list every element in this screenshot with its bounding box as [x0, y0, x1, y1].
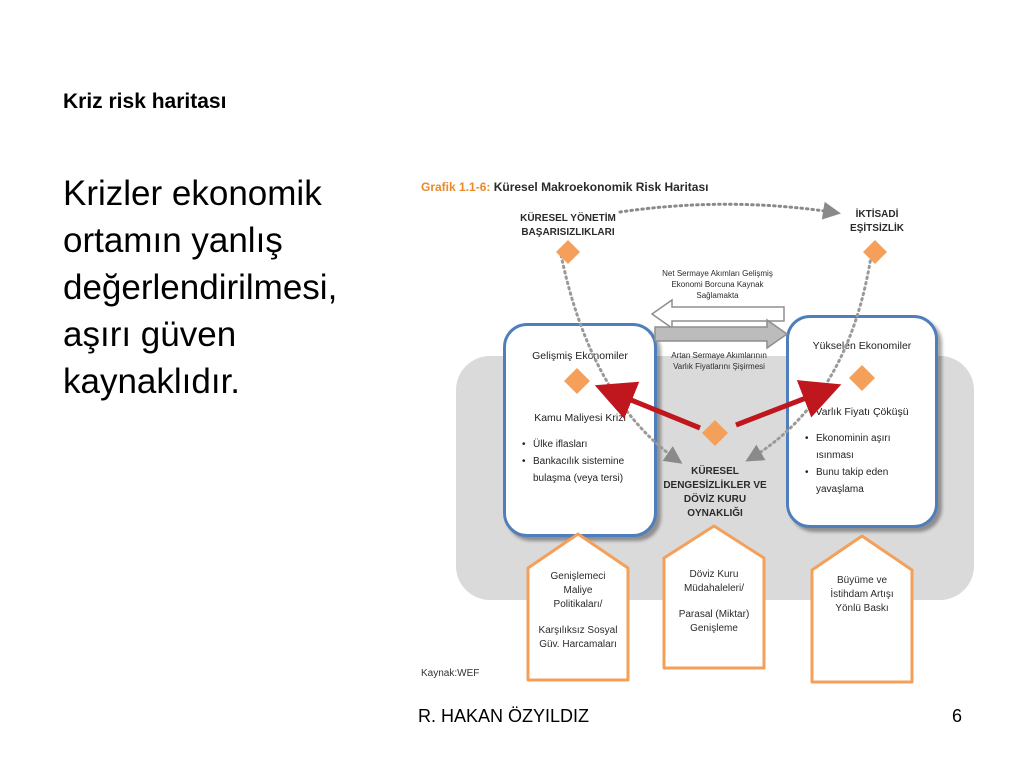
label-line: Genişleme [690, 623, 738, 634]
figure-label: Grafik 1.1-6: [421, 180, 491, 194]
label-line: Artan Sermaye Akımlarının [671, 351, 767, 360]
label-line: Parasal (Miktar) [678, 609, 750, 620]
label-line: Döviz Kuru [689, 569, 739, 580]
emerging-bullets: Ekonominin aşırı ısınması Bunu takip ede… [805, 430, 929, 498]
developed-diamond-icon [564, 368, 590, 394]
label-line: BAŞARISIZLIKLARI [521, 227, 615, 238]
right-dotted-curve [745, 248, 874, 462]
label-line: Genişlemeci [550, 571, 606, 582]
risk-map-title: Grafik 1.1-6: Küresel Makroekonomik Risk… [421, 180, 708, 194]
figure-title: Küresel Makroekonomik Risk Haritası [493, 180, 709, 194]
capital-flow-arrow-left [650, 298, 785, 330]
label-line: Müdahaleleri/ [683, 583, 745, 594]
list-item: Bankacılık sistemine bulaşma (veya tersi… [522, 453, 646, 487]
label-line: KÜRESEL [691, 466, 739, 477]
label-line: Güv. Harcamaları [539, 639, 617, 650]
capital-flow-arrow-right [654, 318, 789, 350]
policy-box-fiscal [526, 532, 630, 682]
governance-diamond-icon [556, 240, 580, 264]
label-line: OYNAKLIĞI [687, 508, 743, 519]
label-line: Varlık Fiyatlarını Şişirmesi [673, 362, 765, 371]
label-line: EŞİTSİZLİK [850, 223, 904, 234]
label-line: Maliye [563, 585, 593, 596]
developed-bullets: Ülke iflasları Bankacılık sistemine bula… [522, 436, 646, 487]
capital-flow-top-label: Net Sermaye Akımları Gelişmiş Ekonomi Bo… [645, 268, 790, 301]
label-line: KÜRESEL YÖNETİM [520, 213, 616, 224]
label-line: İKTİSADİ [855, 209, 899, 220]
imbalances-label: KÜRESEL DENGESİZLİKLER VE DÖVİZ KURU OYN… [655, 465, 775, 521]
label-line: İstihdam Artışı [830, 589, 894, 600]
footer-author: R. HAKAN ÖZYILDIZ [418, 706, 590, 726]
developed-title: Gelişmiş Ekonomiler [532, 350, 628, 362]
page-number: 6 [952, 706, 963, 726]
figure-source: Kaynak:WEF [421, 668, 480, 679]
policy-box-growth [810, 534, 914, 684]
label-line: Ekonomi Borcuna Kaynak [671, 280, 764, 289]
policy-monetary-text: Döviz Kuru Müdahaleleri/ Parasal (Miktar… [662, 568, 766, 636]
imbalances-diamond-icon [702, 420, 728, 446]
top-dotted-arc [618, 201, 841, 220]
label-line: Karşılıksız Sosyal [538, 625, 618, 636]
inequality-diamond-icon [863, 240, 887, 264]
list-item: Ekonominin aşırı ısınması [805, 430, 929, 464]
label-line: Büyüme ve [836, 575, 888, 586]
governance-label: KÜRESEL YÖNETİM BAŞARISIZLIKLARI [498, 212, 638, 240]
label-line: Yönlü Baskı [835, 603, 889, 614]
emerging-diamond-icon [849, 365, 875, 391]
label-line: Sağlamakta [696, 291, 739, 300]
list-item: Ülke iflasları [522, 436, 646, 453]
policy-fiscal-text: Genişlemeci Maliye Politikaları/ Karşılı… [526, 570, 630, 652]
label-line: DENGESİZLİKLER VE [663, 480, 767, 491]
label-line: Net Sermaye Akımları Gelişmiş [662, 269, 773, 278]
emerging-title: Yükselen Ekonomiler [812, 340, 912, 352]
capital-flow-bottom-label: Artan Sermaye Akımlarının Varlık Fiyatla… [655, 350, 783, 372]
policy-growth-text: Büyüme ve İstihdam Artışı Yönlü Baskı [810, 574, 914, 616]
slide-body-text: Krizler ekonomik ortamın yanlış değerlen… [63, 174, 338, 401]
label-line: DÖVİZ KURU [683, 494, 747, 505]
label-line: Politikaları/ [553, 599, 603, 610]
red-arrow-right [735, 380, 842, 428]
red-arrow-left [594, 381, 701, 431]
policy-box-monetary [662, 524, 766, 670]
inequality-label: İKTİSADİ EŞİTSİZLİK [822, 208, 932, 236]
list-item: Bunu takip eden yavaşlama [805, 464, 929, 498]
left-dotted-curve [558, 248, 683, 464]
slide-title: Kriz risk haritası [63, 90, 227, 113]
